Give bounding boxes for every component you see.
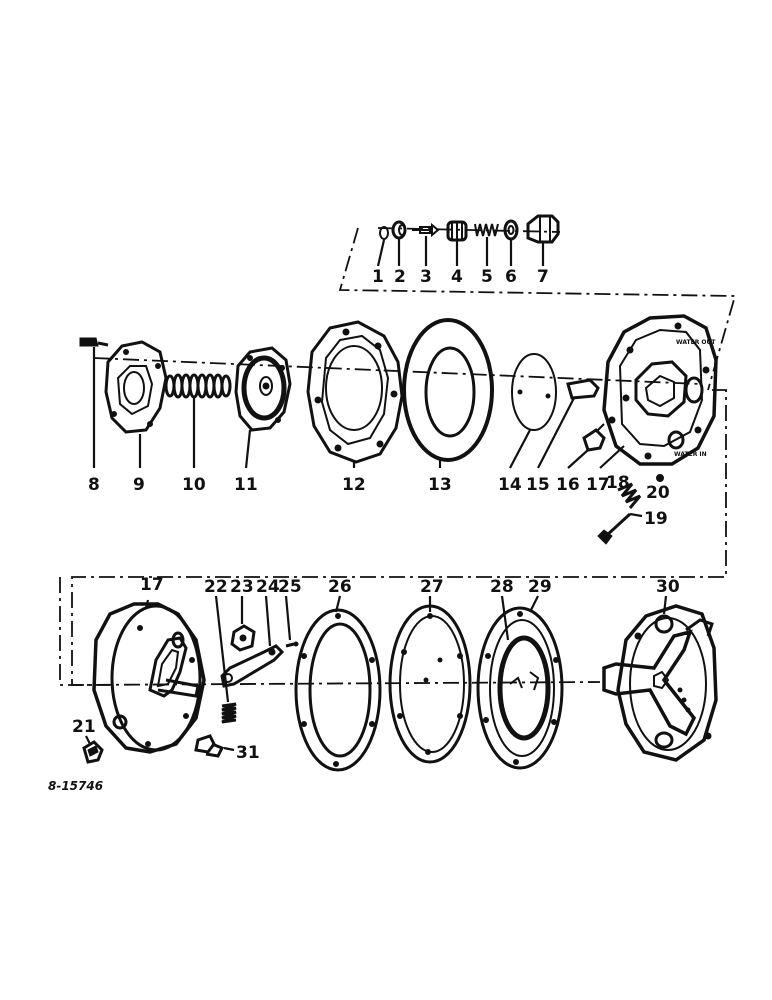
callout-5: 5 [481,267,493,287]
callout-7: 7 [537,267,549,287]
top-row-leaders [376,236,545,267]
callout-12: 12 [342,475,366,495]
callout-26: 26 [328,577,352,597]
callout-15: 15 [526,475,550,495]
part-14-disc [509,353,557,469]
callout-23: 23 [230,577,254,597]
callout-28: 28 [490,577,514,597]
water-out-marking: WATER OUT [676,339,716,346]
part-28-diaphragm [497,595,551,741]
part-11-diaphragm [234,346,292,469]
callout-24: 24 [256,577,280,597]
callout-10: 10 [182,475,206,495]
part-15-valve [537,378,600,469]
callout-21: 21 [72,717,96,737]
part-19-screw [597,512,643,545]
part-16-fitting [567,423,606,469]
part-27-plate [388,596,472,764]
part-2-seat [391,220,407,240]
callout-labels: 1 2 3 4 5 6 7 8 9 10 11 12 13 14 15 16 1… [72,267,680,763]
callout-20: 20 [646,483,670,503]
callout-16: 16 [556,475,580,495]
callout-27: 27 [420,577,444,597]
callout-14: 14 [498,475,522,495]
callout-18: 18 [606,473,630,493]
callout-11: 11 [234,475,258,495]
part-7-plug [526,214,560,244]
part-17-housing: WATER OUT WATER IN [599,314,718,469]
figure-reference-number: 8-15746 [48,779,103,793]
part-13-gasket [402,318,494,468]
callout-17-lower: 17 [140,575,164,595]
water-in-marking: WATER IN [674,451,707,458]
part-25-pin [284,595,299,648]
callout-29: 29 [528,577,552,597]
part-8-screw [79,337,109,468]
callout-3: 3 [420,267,432,287]
part-10-spring [164,373,232,468]
part-6-washer [503,219,519,241]
part-21-plug [82,735,104,764]
callout-1: 1 [372,267,384,287]
callout-9: 9 [133,475,145,495]
part-30-end-cover [602,595,718,762]
part-24-lever [220,595,285,688]
part-9-cover [104,340,168,468]
callout-4: 4 [451,267,463,287]
part-3-valve-stem [412,222,440,238]
callout-22: 22 [204,577,228,597]
part-12-plate [306,320,404,468]
callout-31: 31 [236,743,260,763]
assembly-center-lines [59,227,737,686]
part-22-spring [214,595,237,724]
part-5-spring [474,223,499,237]
part-17-lower-housing [92,599,206,754]
callout-17-upper: 17 [586,475,610,495]
part-26-gasket [294,595,382,772]
callout-8: 8 [88,475,100,495]
part-29-plate [476,595,564,770]
part-23-bracket [230,596,256,652]
part-18-spring [617,482,642,509]
callout-13: 13 [428,475,452,495]
callout-25: 25 [278,577,302,597]
callout-30: 30 [656,577,680,597]
part-31-wing-nut [194,734,235,758]
callout-2: 2 [394,267,406,287]
callout-6: 6 [505,267,517,287]
callout-19: 19 [644,509,668,529]
part-20-plug [656,474,664,482]
part-1-ring [379,226,389,240]
part-4-spring-retainer [446,220,468,242]
